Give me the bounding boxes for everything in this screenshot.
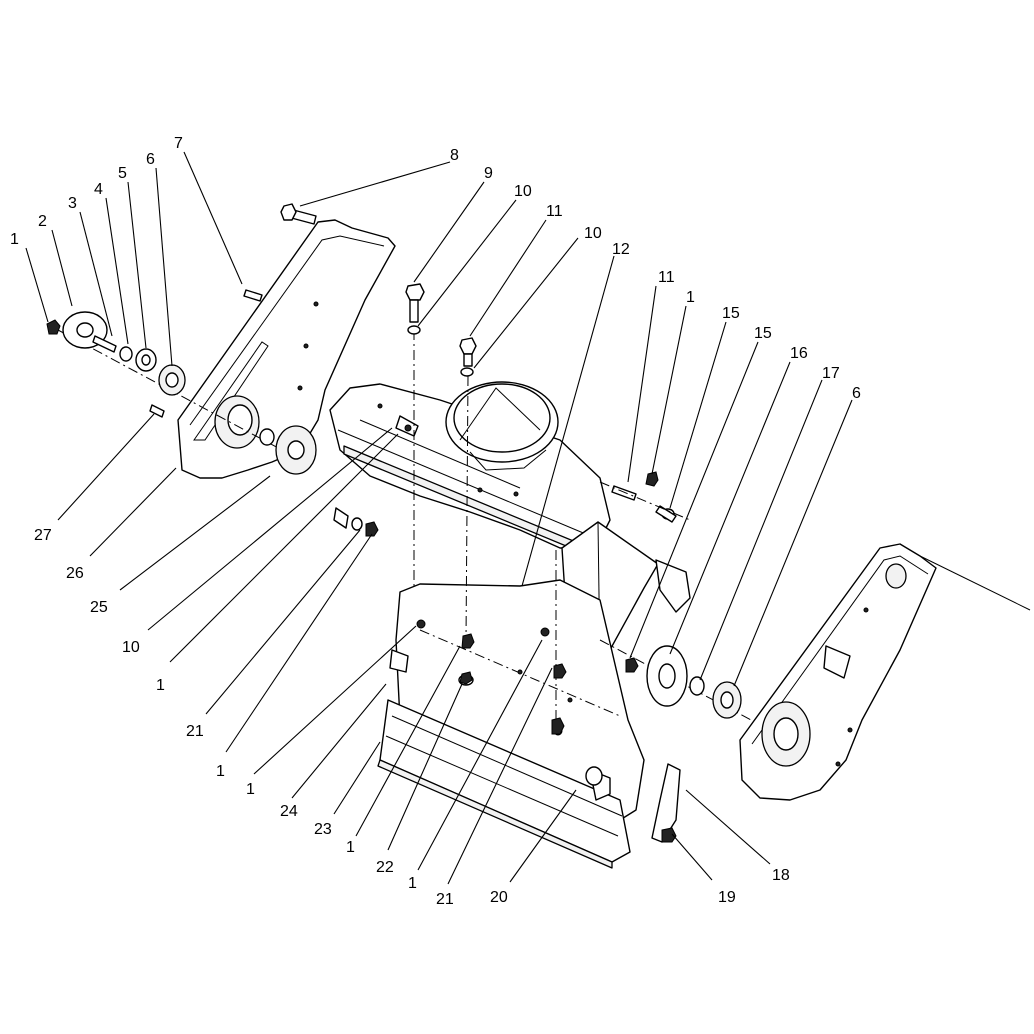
callout-10-c: 10 (122, 639, 140, 656)
callout-26: 26 (66, 565, 84, 582)
callout-12: 12 (612, 241, 630, 258)
callout-22: 22 (376, 859, 394, 876)
callout-10-a: 10 (514, 183, 532, 200)
callout-21-a: 21 (186, 723, 204, 740)
callout-21-b: 21 (436, 891, 454, 908)
callout-6-b: 6 (852, 385, 861, 402)
callout-25: 25 (90, 599, 108, 616)
bolt-11 (459, 337, 477, 377)
callout-1-b: 1 (686, 289, 695, 306)
left-side-plate (177, 219, 396, 479)
callout-11-a: 11 (546, 203, 563, 220)
callout-20: 20 (490, 889, 508, 906)
right-side-plate (739, 543, 1031, 801)
right-bearing-hardware (599, 639, 771, 731)
callout-1-e: 1 (246, 781, 255, 798)
callout-1-c: 1 (156, 677, 165, 694)
callout-7: 7 (174, 135, 183, 152)
callout-10-b: 10 (584, 225, 602, 242)
chute-opening (445, 381, 559, 471)
callout-23: 23 (314, 821, 332, 838)
centerline-bolt-11 (465, 375, 469, 641)
callout-2: 2 (38, 213, 47, 230)
skid-shoe (651, 763, 681, 843)
bolt-8 (280, 203, 317, 225)
callout-3: 3 (68, 195, 77, 212)
callout-4: 4 (94, 181, 103, 198)
callout-1-d: 1 (216, 763, 225, 780)
callout-1-a: 1 (10, 231, 19, 248)
callout-11-b: 11 (658, 269, 675, 286)
scraper-bar-assembly (377, 579, 645, 869)
callout-15-a: 15 (722, 305, 740, 322)
callout-27: 27 (34, 527, 52, 544)
callout-15-b: 15 (754, 325, 772, 342)
callout-17: 17 (822, 365, 840, 382)
callout-1-g: 1 (408, 875, 417, 892)
left-bearing-hardware (46, 289, 317, 475)
right-upper-hardware (599, 471, 691, 523)
callout-24: 24 (280, 803, 298, 820)
callout-8: 8 (450, 147, 459, 164)
middle-hardware (333, 507, 567, 735)
callout-9: 9 (484, 165, 493, 182)
callout-18: 18 (772, 867, 790, 884)
callout-16: 16 (790, 345, 808, 362)
callout-labels: 1 2 3 4 5 6 7 8 9 10 11 10 12 11 1 15 15… (10, 135, 861, 908)
callout-1-f: 1 (346, 839, 355, 856)
callout-19: 19 (718, 889, 736, 906)
leader-lines (25, 151, 853, 885)
bolt-9 (405, 283, 425, 335)
callout-5: 5 (118, 165, 127, 182)
callout-6-a: 6 (146, 151, 155, 168)
